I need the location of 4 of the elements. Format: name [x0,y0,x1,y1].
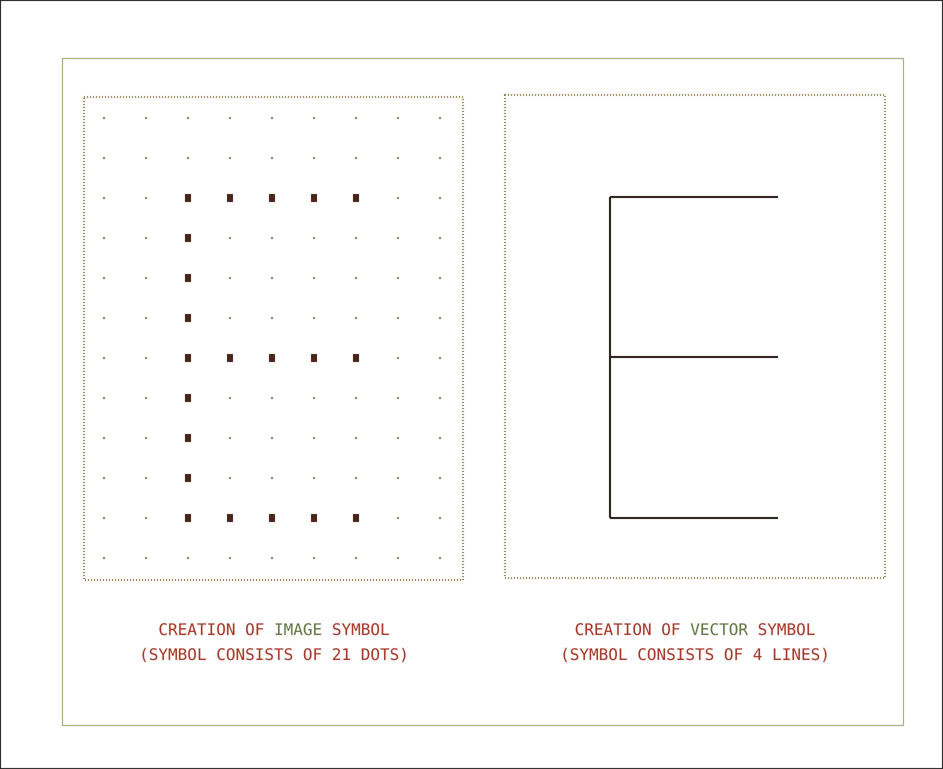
caption-heading: CREATION OF VECTOR SYMBOL [574,620,816,639]
caption-heading: CREATION OF IMAGE SYMBOL [157,620,391,639]
caption-note: (SYMBOL CONSISTS OF 21 DOTS) [138,645,410,664]
caption-note: (SYMBOL CONSISTS OF 4 LINES) [559,645,831,664]
